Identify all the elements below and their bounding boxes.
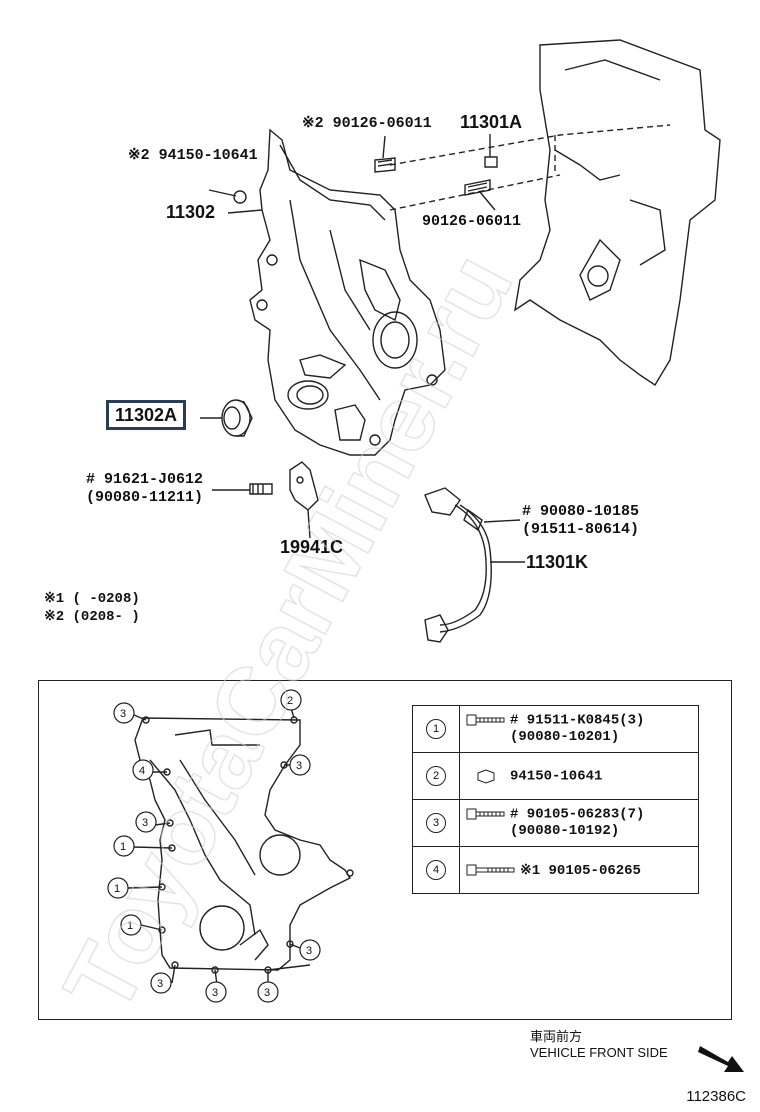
svg-text:2: 2 bbox=[287, 695, 293, 707]
svg-text:1: 1 bbox=[114, 883, 120, 895]
part-label-11301A: 11301A bbox=[460, 112, 523, 132]
row-number-badge: 2 bbox=[426, 766, 446, 786]
callout-3-g: 3 bbox=[257, 981, 279, 1003]
svg-text:3: 3 bbox=[212, 987, 218, 999]
footnote-2: ※2 (0208- ) bbox=[44, 609, 140, 625]
callout-1-c: 1 bbox=[120, 914, 142, 936]
svg-text:3: 3 bbox=[306, 945, 312, 957]
callout-3-b: 3 bbox=[289, 754, 311, 776]
row-number-badge: 3 bbox=[426, 813, 446, 833]
part-label-90126-top: ※2 90126-06011 bbox=[302, 115, 432, 132]
table-row: 4 ※1 90105-06265 bbox=[412, 846, 699, 894]
row-number-badge: 4 bbox=[426, 860, 446, 880]
fastener-part-number: # 91511-K0845(3) bbox=[510, 712, 645, 729]
callout-2: 2 bbox=[280, 689, 302, 711]
callout-3-e: 3 bbox=[150, 972, 172, 994]
bolt-flange-icon bbox=[466, 808, 505, 820]
figure-id: 112386C bbox=[686, 1088, 746, 1105]
engine-block-outline bbox=[514, 39, 721, 386]
callout-1-a: 1 bbox=[113, 835, 135, 857]
fastener-alt-part-number: (90080-10201) bbox=[510, 729, 620, 746]
fastener-part-number: # 90105-06283(7) bbox=[510, 806, 645, 823]
callout-3-f: 3 bbox=[205, 981, 227, 1003]
part-label-94150: ※2 94150-10641 bbox=[128, 147, 258, 164]
callout-3-c: 3 bbox=[135, 811, 157, 833]
table-row: 3 # 90105-06283(7) (90080-10192) bbox=[412, 799, 699, 847]
part-label-90126-mid: 90126-06011 bbox=[422, 213, 522, 230]
svg-text:1: 1 bbox=[120, 841, 126, 853]
vehicle-front-label-jp: 車両前方 bbox=[530, 1029, 583, 1044]
callout-3-a: 3 bbox=[113, 702, 135, 724]
part-label-11301K: 11301K bbox=[526, 552, 589, 572]
fastener-table: 1 # 91511-K0845(3) (90080-10201) 2 94150… bbox=[412, 705, 699, 894]
callout-1-b: 1 bbox=[107, 877, 129, 899]
table-row: 1 # 91511-K0845(3) (90080-10201) bbox=[412, 705, 699, 753]
gasket-outline bbox=[134, 717, 352, 971]
svg-text:3: 3 bbox=[296, 760, 302, 772]
part-label-90080-alt: (91511-80614) bbox=[522, 521, 640, 538]
table-row: 2 94150-10641 bbox=[412, 752, 699, 800]
part-label-91621: # 91621-J0612 bbox=[86, 471, 204, 488]
fastener-part-number: 94150-10641 bbox=[510, 768, 603, 785]
svg-text:1: 1 bbox=[127, 920, 133, 932]
callout-4: 4 bbox=[132, 759, 154, 781]
footnote-1: ※1 ( -0208) bbox=[44, 591, 140, 607]
bolt-flange-icon bbox=[466, 714, 505, 726]
fastener-alt-part-number: (90080-10192) bbox=[510, 823, 620, 840]
timing-cover-outline bbox=[249, 128, 446, 456]
svg-text:3: 3 bbox=[142, 817, 148, 829]
part-label-91621-alt: (90080-11211) bbox=[86, 489, 204, 506]
callout-3-d: 3 bbox=[299, 939, 321, 961]
fastener-part-number: ※1 90105-06265 bbox=[520, 862, 641, 879]
row-number-badge: 1 bbox=[426, 719, 446, 739]
vehicle-front-arrow-icon bbox=[698, 1046, 744, 1072]
nut-icon bbox=[477, 769, 495, 784]
svg-text:3: 3 bbox=[157, 978, 163, 990]
vehicle-front-label: VEHICLE FRONT SIDE bbox=[530, 1045, 668, 1060]
svg-text:3: 3 bbox=[264, 987, 270, 999]
fastener-legend-frame bbox=[38, 680, 732, 1020]
svg-text:4: 4 bbox=[139, 765, 145, 777]
bolt-long-icon bbox=[466, 864, 515, 876]
part-label-11302A-highlighted: 11302A bbox=[106, 400, 187, 430]
part-label-90080: # 90080-10185 bbox=[522, 503, 640, 520]
part-label-11302: 11302 bbox=[166, 202, 216, 222]
part-label-19941C: 19941C bbox=[280, 537, 344, 557]
svg-text:3: 3 bbox=[120, 708, 126, 720]
